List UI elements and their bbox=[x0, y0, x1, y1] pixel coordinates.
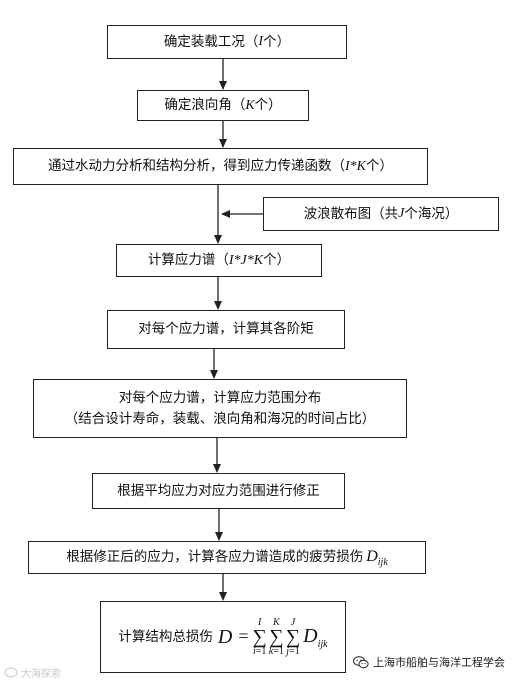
step6-line2: （结合设计寿命，装载、浪向角和海况的时间占比） bbox=[64, 410, 376, 427]
input-wave-scatter-diagram: 波浪散布图（共 J 个海况） bbox=[263, 197, 499, 231]
step7-text: 根据平均应力对应力范围进行修正 bbox=[117, 482, 320, 499]
equals-sign: = bbox=[238, 626, 249, 647]
step1-text: 确定装载工况（ bbox=[163, 33, 259, 50]
faded-watermark-text: 大海探索 bbox=[21, 669, 61, 680]
step9-label: 计算结构总损伤 bbox=[118, 628, 213, 645]
side-suffix: 个海况） bbox=[404, 205, 459, 222]
step2-text: 确定浪向角（ bbox=[164, 97, 246, 114]
wechat-watermark: 上海市船舶与海洋工程学会 bbox=[353, 654, 505, 670]
step-total-damage: 计算结构总损伤 D = I ∑ i=1 K ∑ k=1 J ∑ j=1 Dijk bbox=[100, 601, 346, 673]
step1-suffix: 个） bbox=[263, 33, 291, 50]
faded-watermark: 大海探索 bbox=[4, 665, 61, 680]
total-damage-formula: 计算结构总损伤 D = I ∑ i=1 K ∑ k=1 J ∑ j=1 Dijk bbox=[118, 616, 328, 657]
step6-line1: 对每个应力谱，计算应力范围分布 bbox=[118, 389, 322, 406]
sum-over-i: I ∑ i=1 bbox=[252, 616, 267, 657]
side-text: 波浪散布图（共 bbox=[303, 205, 399, 222]
step4-var: I*J*K bbox=[228, 252, 264, 268]
faded-logo-icon bbox=[4, 667, 18, 678]
step2-suffix: 个） bbox=[254, 97, 282, 114]
step8-symbol: Dijk bbox=[366, 547, 388, 568]
step4-suffix: 个） bbox=[263, 252, 291, 269]
sigma-icon: ∑ bbox=[269, 625, 284, 648]
step-spectral-moments: 对每个应力谱，计算其各阶矩 bbox=[107, 310, 345, 349]
sigma-icon: ∑ bbox=[252, 625, 267, 648]
sigma-icon: ∑ bbox=[285, 625, 301, 648]
step1-var: I bbox=[258, 34, 264, 50]
wechat-icon bbox=[353, 655, 369, 668]
step8-subscript: ijk bbox=[377, 556, 388, 568]
step-mean-stress-correction: 根据平均应力对应力范围进行修正 bbox=[92, 473, 345, 509]
side-var: J bbox=[398, 206, 405, 222]
step3-text: 通过水动力分析和结构分析，得到应力传递函数（ bbox=[48, 158, 345, 175]
sum-over-j: J ∑ j=1 bbox=[285, 616, 301, 657]
total-damage-symbol: D bbox=[217, 625, 233, 648]
damage-term: Dijk bbox=[303, 625, 328, 651]
step2-var: K bbox=[245, 97, 255, 113]
step-stress-range-distribution: 对每个应力谱，计算应力范围分布 （结合设计寿命，装载、浪向角和海况的时间占比） bbox=[33, 379, 407, 438]
step8-text: 根据修正后的应力，计算各应力谱造成的疲劳损伤 bbox=[66, 549, 364, 566]
step3-var: I*K bbox=[345, 158, 366, 174]
watermark-text: 上海市船舶与海洋工程学会 bbox=[373, 656, 505, 669]
step5-text: 对每个应力谱，计算其各阶矩 bbox=[138, 321, 314, 338]
sum-over-k: K ∑ k=1 bbox=[268, 616, 284, 657]
step3-suffix: 个） bbox=[366, 158, 393, 175]
step4-text: 计算应力谱（ bbox=[147, 252, 229, 269]
